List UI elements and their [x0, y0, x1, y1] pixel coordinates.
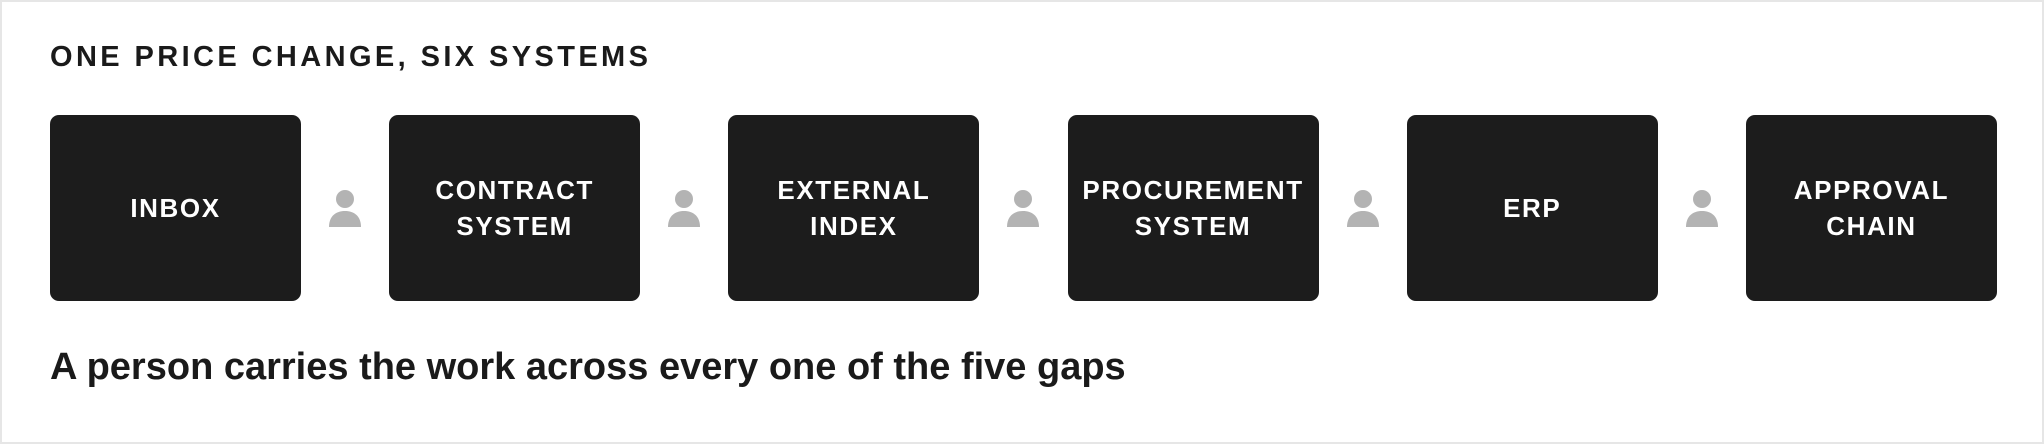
person-icon	[1007, 190, 1040, 227]
handoff-gap	[979, 115, 1067, 301]
handoff-gap	[301, 115, 389, 301]
system-label: CONTRACT SYSTEM	[435, 175, 595, 241]
handoff-gap	[1658, 115, 1746, 301]
person-icon	[668, 190, 701, 227]
person-icon	[329, 190, 362, 227]
system-label: ERP	[1503, 193, 1562, 223]
system-box-procurement-system: PROCUREMENT SYSTEM	[1067, 115, 1319, 301]
system-label: INBOX	[130, 193, 221, 223]
system-box-inbox: INBOX	[50, 115, 301, 301]
system-label: PROCUREMENT SYSTEM	[1082, 175, 1304, 241]
diagram-caption: A person carries the work across every o…	[50, 346, 1126, 388]
handoff-gap	[1319, 115, 1407, 301]
person-icon	[1346, 190, 1379, 227]
system-box-erp: ERP	[1406, 115, 1658, 301]
handoff-gap	[640, 115, 728, 301]
system-box-external-index: EXTERNAL INDEX	[728, 115, 980, 301]
system-label: APPROVAL CHAIN	[1793, 175, 1950, 241]
diagram-title: ONE PRICE CHANGE, SIX SYSTEMS	[50, 41, 652, 73]
system-label: EXTERNAL INDEX	[777, 175, 931, 241]
person-icon	[1685, 190, 1718, 227]
system-flow: INBOX CONTRACT SYSTEM EXTERNAL INDEX	[50, 115, 1997, 301]
system-box-approval-chain: APPROVAL CHAIN	[1745, 115, 1997, 301]
system-box-contract-system: CONTRACT SYSTEM	[389, 115, 641, 301]
